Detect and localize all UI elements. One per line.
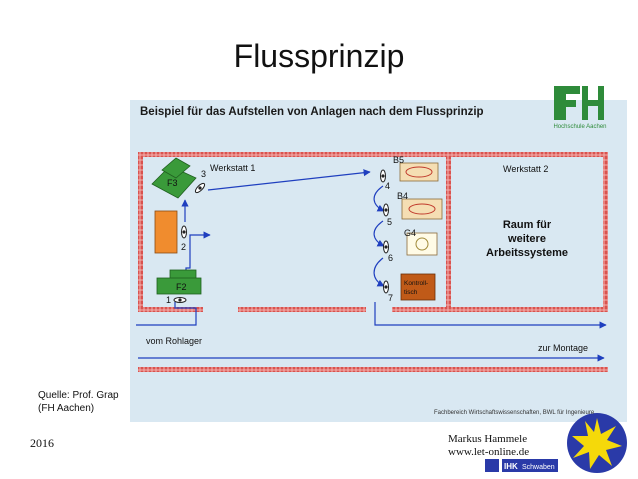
step-3: 3 xyxy=(201,169,206,179)
walls xyxy=(138,152,608,372)
worker-5 xyxy=(383,203,389,217)
vom-rohlager-label: vom Rohlager xyxy=(146,336,202,346)
werkstatt1-label: Werkstatt 1 xyxy=(210,163,255,173)
machine-f2: F2 xyxy=(156,269,202,295)
author-info: Markus Hammele www.let-online.de xyxy=(448,433,529,459)
werkstatt2-label: Werkstatt 2 xyxy=(503,164,548,174)
raum-line3: Arbeitssysteme xyxy=(486,247,568,259)
step-2: 2 xyxy=(181,242,186,252)
worker-1 xyxy=(173,297,187,303)
worker-2 xyxy=(181,225,187,239)
machine-g4: G4 xyxy=(404,228,438,256)
machine-orange xyxy=(154,210,178,254)
kontroll-line2: tisch xyxy=(404,289,418,296)
author-name: Markus Hammele xyxy=(448,433,528,445)
ihk-label: IHK xyxy=(504,462,518,471)
kontroll-line1: Kontroll- xyxy=(404,280,428,287)
kontrolltisch: Kontroll- tisch xyxy=(400,273,436,301)
author-url[interactable]: www.let-online.de xyxy=(448,446,530,458)
zur-montage-label: zur Montage xyxy=(538,343,588,353)
machine-b5: B5 xyxy=(393,155,439,182)
machine-f3: F3 xyxy=(151,157,197,199)
machine-g4-label: G4 xyxy=(404,228,416,238)
worker-4 xyxy=(380,169,386,183)
raum-line2: weitere xyxy=(507,233,546,245)
raum-line1: Raum für xyxy=(503,219,552,231)
step-7: 7 xyxy=(388,293,393,303)
department-note: Fachbereich Wirtschaftswissenschaften, B… xyxy=(434,410,595,416)
worker-7 xyxy=(383,280,389,294)
source-line1: Quelle: Prof. Grap xyxy=(38,390,119,401)
ihk-logo: IHK Schwaben xyxy=(485,459,558,472)
machine-b4: B4 xyxy=(397,191,443,220)
slide-year: 2016 xyxy=(30,436,54,450)
machine-b4-label: B4 xyxy=(397,191,408,201)
machine-b5-label: B5 xyxy=(393,155,404,165)
step-5: 5 xyxy=(387,217,392,227)
machine-f3-label: F3 xyxy=(167,178,178,188)
worker-3 xyxy=(194,182,206,194)
source-note: Quelle: Prof. Grap (FH Aachen) xyxy=(38,389,119,415)
worker-markers xyxy=(173,169,389,303)
step-1: 1 xyxy=(166,295,171,305)
slide-title: Flussprinzip xyxy=(233,38,405,74)
worker-6 xyxy=(383,240,389,254)
fh-logo-subtitle: Hochschule Aachen xyxy=(553,124,606,130)
fh-logo: Hochschule Aachen xyxy=(553,86,607,130)
step-4: 4 xyxy=(385,181,390,191)
step-6: 6 xyxy=(388,253,393,263)
diagram-heading: Beispiel für das Aufstellen von Anlagen … xyxy=(140,106,484,118)
sun-logo-icon xyxy=(567,413,627,473)
machine-f2-label: F2 xyxy=(176,282,187,292)
source-line2: (FH Aachen) xyxy=(38,403,95,414)
material-flow xyxy=(136,169,607,362)
ihk-region: Schwaben xyxy=(522,464,555,471)
